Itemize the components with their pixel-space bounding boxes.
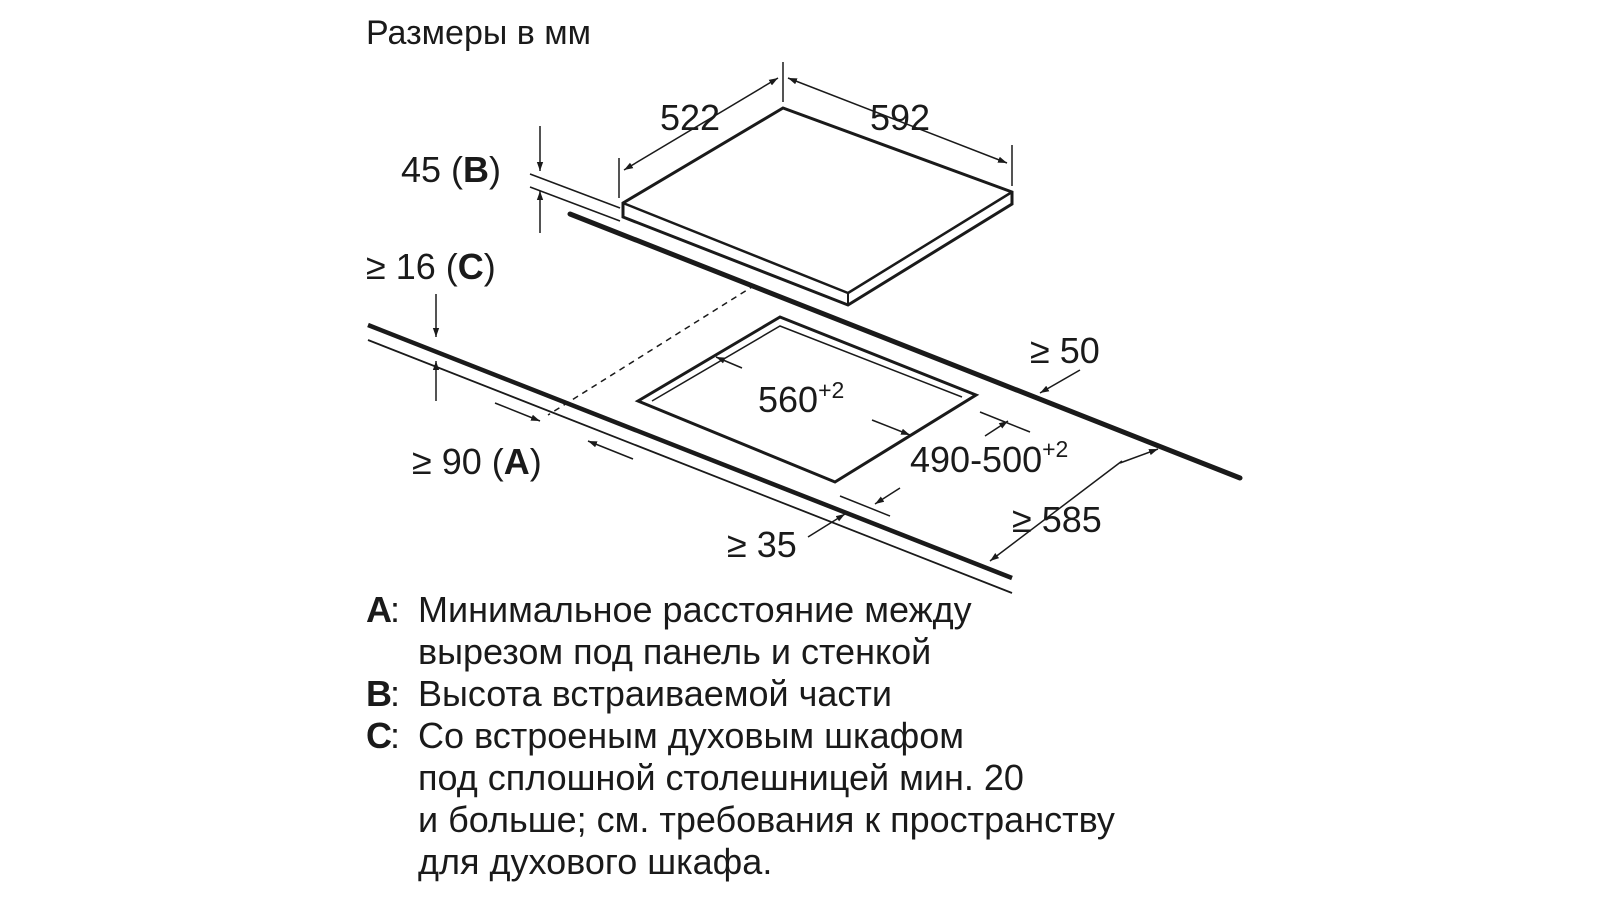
dim-back-gap-value: ≥ 90 ( bbox=[412, 441, 504, 482]
dim-back-gap-label: ≥ 90 (A) bbox=[412, 441, 542, 482]
dim-clearance-value: ≥ 16 ( bbox=[366, 246, 458, 287]
dim-front-gap bbox=[807, 513, 846, 538]
dim-clearance-close: ) bbox=[484, 246, 496, 287]
legend: A : Минимальное расстояние между вырезом… bbox=[366, 589, 1115, 883]
legend-item-c: C : Со встроеным духовым шкафом под спло… bbox=[366, 715, 1115, 883]
dim-back-gap-letter: A bbox=[504, 441, 530, 482]
legend-line: для духового шкафа. bbox=[418, 841, 773, 882]
dim-depth-label: 522 bbox=[660, 97, 720, 138]
worktop-back-edge bbox=[567, 211, 1243, 481]
dim-hob-top bbox=[618, 62, 1013, 198]
dim-cutout-width-label: 560+2 bbox=[758, 377, 844, 420]
dim-back-gap bbox=[494, 402, 634, 460]
legend-colon: : bbox=[390, 673, 401, 714]
dim-cutout-depth-value: 490-500 bbox=[910, 439, 1042, 480]
legend-line: вырезом под панель и стенкой bbox=[418, 631, 932, 672]
dim-cutout-width-tol: +2 bbox=[818, 377, 844, 403]
worktop-front-edge-bottom bbox=[367, 339, 1013, 594]
legend-line: под сплошной столешницей мин. 20 bbox=[418, 757, 1024, 798]
legend-key: C bbox=[366, 715, 392, 756]
worktop-cutout bbox=[634, 315, 980, 484]
worktop-front-edge-top bbox=[367, 322, 1013, 581]
dim-clearance-letter: C bbox=[458, 246, 484, 287]
dim-height-value: 45 ( bbox=[401, 149, 463, 190]
dim-cutout-width bbox=[715, 356, 911, 436]
legend-key: A bbox=[366, 589, 392, 630]
dim-cutout-depth bbox=[839, 411, 1031, 517]
legend-text: Со встроеным духовым шкафом под сплошной… bbox=[418, 715, 1115, 883]
dim-side-gap bbox=[1039, 369, 1081, 394]
dim-width-label: 592 bbox=[870, 97, 930, 138]
diagram-title: Размеры в мм bbox=[366, 14, 591, 52]
legend-line: Со встроеным духовым шкафом bbox=[418, 715, 965, 756]
dim-cutout-width-value: 560 bbox=[758, 379, 818, 420]
legend-item-b: B : Высота встраиваемой части bbox=[366, 673, 1115, 715]
dim-front-gap-label: ≥ 35 bbox=[727, 524, 797, 565]
dim-worktop-depth-label: ≥ 585 bbox=[1012, 499, 1102, 540]
dim-cutout-depth-tol: +2 bbox=[1042, 436, 1068, 462]
dim-clearance-label: ≥ 16 (C) bbox=[366, 246, 496, 287]
legend-line: Высота встраиваемой части bbox=[418, 673, 893, 714]
legend-item-a: A : Минимальное расстояние между вырезом… bbox=[366, 589, 1115, 673]
legend-colon: : bbox=[390, 715, 401, 756]
dim-height-label: 45 (B) bbox=[401, 149, 501, 190]
dim-height-letter: B bbox=[463, 149, 489, 190]
legend-key: B bbox=[366, 673, 392, 714]
legend-line: Минимальное расстояние между bbox=[418, 589, 972, 630]
legend-colon: : bbox=[390, 589, 401, 630]
dim-height-close: ) bbox=[489, 149, 501, 190]
legend-line: и больше; см. требования к пространству bbox=[418, 799, 1115, 840]
dim-side-gap-label: ≥ 50 bbox=[1030, 330, 1100, 371]
alignment-dashed-line bbox=[547, 284, 756, 416]
legend-text: Минимальное расстояние между вырезом под… bbox=[418, 589, 972, 673]
dim-cutout-depth-label: 490-500+2 bbox=[910, 436, 1068, 480]
dim-back-gap-close: ) bbox=[530, 441, 542, 482]
dim-height bbox=[529, 126, 621, 233]
legend-text: Высота встраиваемой части bbox=[418, 673, 892, 715]
dim-worktop-depth bbox=[989, 448, 1159, 562]
